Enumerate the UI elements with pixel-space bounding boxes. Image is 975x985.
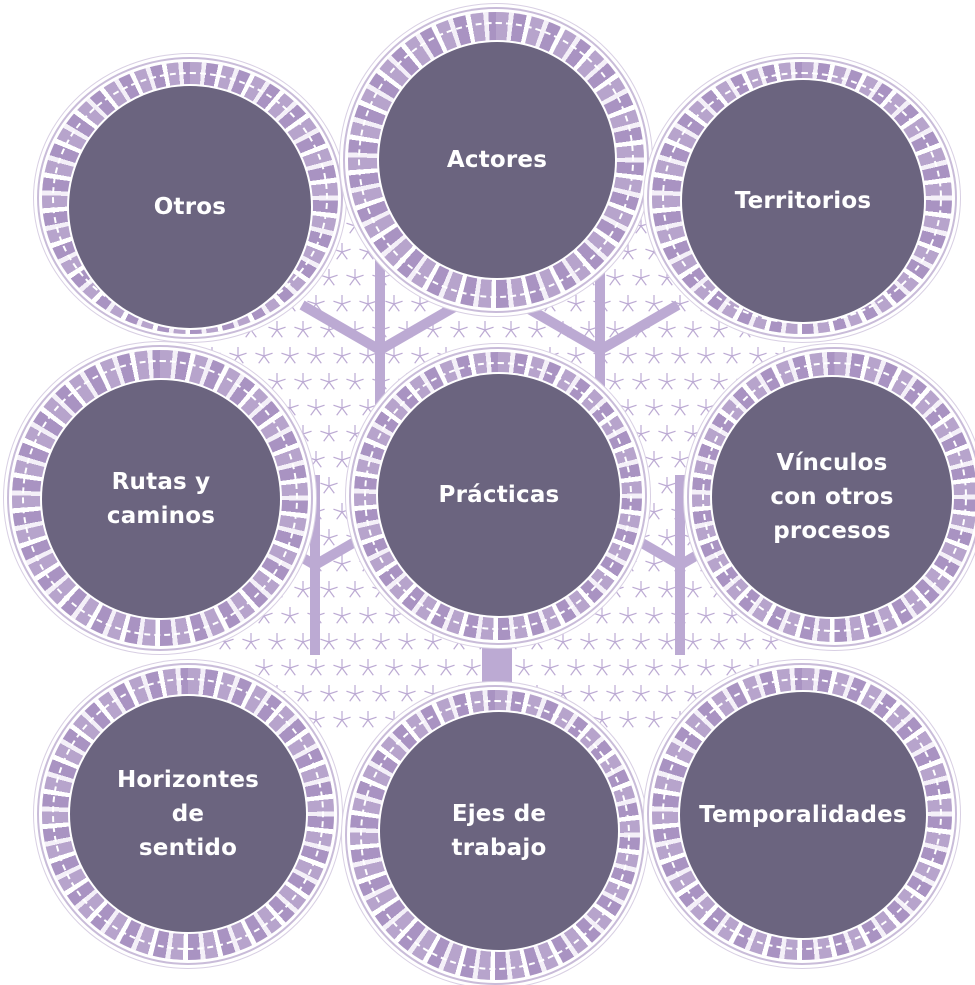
node-practicas-center: Prácticas: [354, 352, 642, 640]
node-territorios: Territorios: [652, 62, 952, 334]
node-label-rutas: Rutas y caminos: [106, 469, 216, 529]
node-label-actores: Actores: [446, 147, 548, 173]
node-otros: Otros: [42, 62, 338, 334]
node-label-vinculos: Vínculos con otros procesos: [770, 450, 894, 544]
node-horizontes: Horizontes de sentido: [42, 668, 334, 960]
node-temporalidades: Temporalidades: [652, 668, 952, 960]
node-actores: Actores: [348, 12, 644, 308]
node-label-territorios: Territorios: [734, 188, 872, 214]
node-ejes: Ejes de trabajo: [350, 690, 640, 980]
node-label-otros: Otros: [153, 194, 227, 220]
node-label-ejes: Ejes de trabajo: [451, 801, 547, 861]
node-rutas: Rutas y caminos: [12, 350, 308, 646]
node-label-temporalidades: Temporalidades: [699, 802, 907, 828]
node-vinculos: Vínculos con otros procesos: [692, 352, 975, 642]
node-label-horizontes: Horizontes de sentido: [116, 767, 260, 861]
node-label-practicas: Prácticas: [438, 482, 560, 508]
